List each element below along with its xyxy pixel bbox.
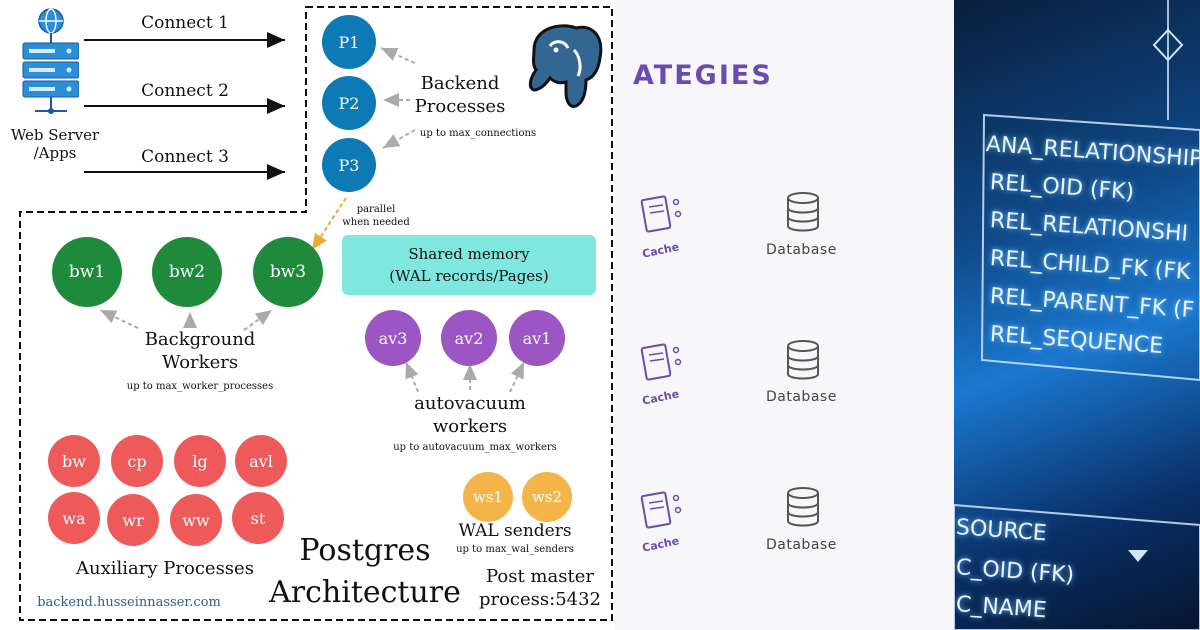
wal-senders-note: up to max_wal_senders bbox=[456, 544, 574, 555]
auxiliary-process-ww: ww bbox=[170, 494, 222, 546]
database-icon bbox=[787, 340, 819, 380]
wal-senders-title: WAL senders bbox=[458, 521, 572, 541]
postgres-elephant-logo bbox=[528, 24, 603, 108]
auxiliary-process-bw: bw bbox=[48, 435, 100, 487]
connect-3-label: Connect 3 bbox=[141, 147, 229, 167]
background-worker-bw3: bw3 bbox=[253, 237, 323, 307]
cache-icon bbox=[640, 195, 682, 233]
auxiliary-process-lg: lg bbox=[174, 435, 226, 487]
strategies-heading: ATEGIES bbox=[633, 60, 773, 91]
cache-icon bbox=[640, 343, 682, 381]
auxiliary-process-st: st bbox=[232, 492, 284, 544]
auxiliary-process-wa: wa bbox=[48, 492, 100, 544]
wal-sender-ws2: ws2 bbox=[522, 472, 572, 522]
auxiliary-process-wr: wr bbox=[107, 494, 159, 546]
cache-label: Cache bbox=[641, 240, 681, 261]
connect-2-label: Connect 2 bbox=[141, 81, 229, 101]
backend-process-p1: P1 bbox=[322, 15, 376, 69]
cache-icon bbox=[640, 491, 682, 529]
background-workers-title: Background Workers bbox=[144, 329, 256, 373]
background-worker-bw2: bw2 bbox=[152, 237, 222, 307]
postmaster-label: Post master process:5432 bbox=[478, 566, 602, 610]
database-icon bbox=[787, 487, 819, 527]
website-label: backend.husseinnasser.com bbox=[37, 595, 221, 610]
autovacuum-worker-av3: av3 bbox=[365, 310, 421, 366]
background-workers-note: up to max_worker_processes bbox=[126, 381, 274, 392]
wal-sender-ws1: ws1 bbox=[463, 472, 513, 522]
backend-process-p2: P2 bbox=[322, 76, 376, 130]
web-server-label: Web Server /Apps bbox=[10, 126, 100, 162]
caching-strategies-panel: ATEGIES Cache Database Cache Database bbox=[614, 0, 954, 630]
autovacuum-workers-note: up to autovacuum_max_workers bbox=[393, 442, 557, 453]
auxiliary-processes-title: Auxiliary Processes bbox=[76, 558, 254, 579]
web-server-icon bbox=[22, 8, 79, 114]
shared-memory-box: Shared memory (WAL records/Pages) bbox=[342, 235, 596, 295]
schema-decor bbox=[954, 0, 1200, 630]
autovacuum-worker-av2: av2 bbox=[441, 310, 497, 366]
connect-1-label: Connect 1 bbox=[141, 13, 229, 33]
cache-label: Cache bbox=[641, 534, 681, 555]
postmaster-boundary bbox=[19, 6, 613, 621]
database-label: Database bbox=[766, 537, 837, 553]
autovacuum-workers-title: autovacuum workers bbox=[414, 393, 526, 437]
diagram-title: Postgres Architecture bbox=[269, 533, 461, 610]
database-icon bbox=[787, 192, 819, 232]
database-label: Database bbox=[766, 242, 837, 258]
auxiliary-process-avl: avl bbox=[235, 435, 287, 487]
database-schema-photo: ANA_RELATIONSHIP REL_OID (FK) REL_RELATI… bbox=[954, 0, 1200, 630]
backend-processes-note: up to max_connections bbox=[419, 128, 537, 139]
backend-processes-title: Backend Processes bbox=[414, 73, 506, 117]
cache-label: Cache bbox=[641, 387, 681, 408]
diagram-connectors bbox=[19, 6, 613, 621]
auxiliary-process-cp: cp bbox=[111, 435, 163, 487]
parallel-note: parallel when needed bbox=[342, 204, 410, 228]
background-worker-bw1: bw1 bbox=[52, 237, 122, 307]
backend-process-p3: P3 bbox=[322, 138, 376, 192]
autovacuum-worker-av1: av1 bbox=[509, 310, 565, 366]
database-label: Database bbox=[766, 389, 837, 405]
